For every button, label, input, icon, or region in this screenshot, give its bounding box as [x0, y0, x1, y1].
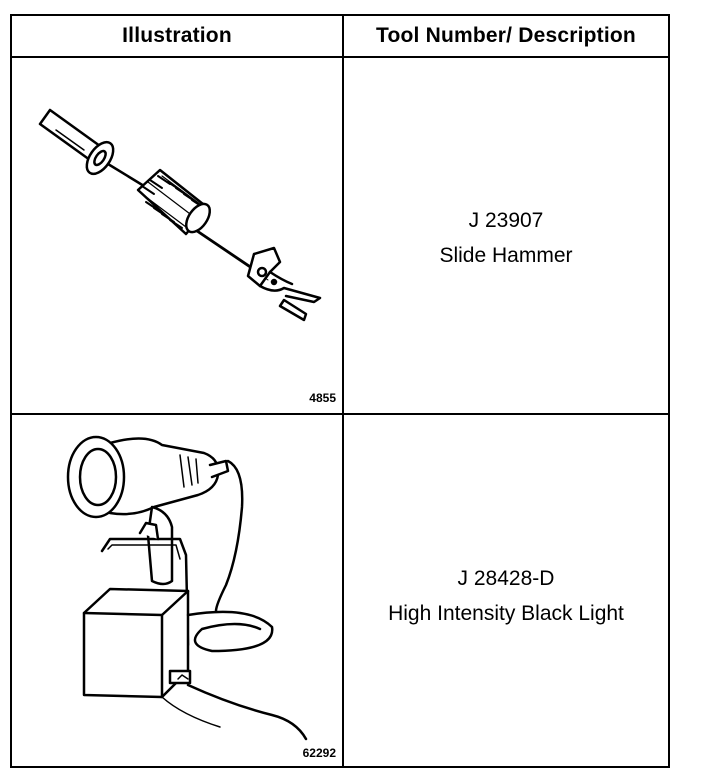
tool-description: Slide Hammer — [439, 244, 573, 267]
black-light-icon — [66, 435, 308, 741]
figure-number: 62292 — [302, 746, 336, 760]
column-divider — [342, 16, 344, 766]
table-row: 4855 — [12, 58, 342, 413]
header-divider — [12, 56, 668, 58]
slide-hammer-icon — [38, 108, 322, 322]
header-illustration: Illustration — [122, 24, 232, 47]
tool-number: J 28428-D — [457, 567, 555, 590]
header-tool-number-description: Tool Number/ Description — [376, 24, 636, 47]
figure-number: 4855 — [309, 391, 336, 405]
tool-number: J 23907 — [468, 209, 544, 232]
tool-description: High Intensity Black Light — [388, 602, 624, 625]
tool-table: Illustration Tool Number/ Description — [10, 14, 670, 768]
table-row: 62292 — [12, 415, 342, 766]
row-divider — [12, 413, 668, 415]
